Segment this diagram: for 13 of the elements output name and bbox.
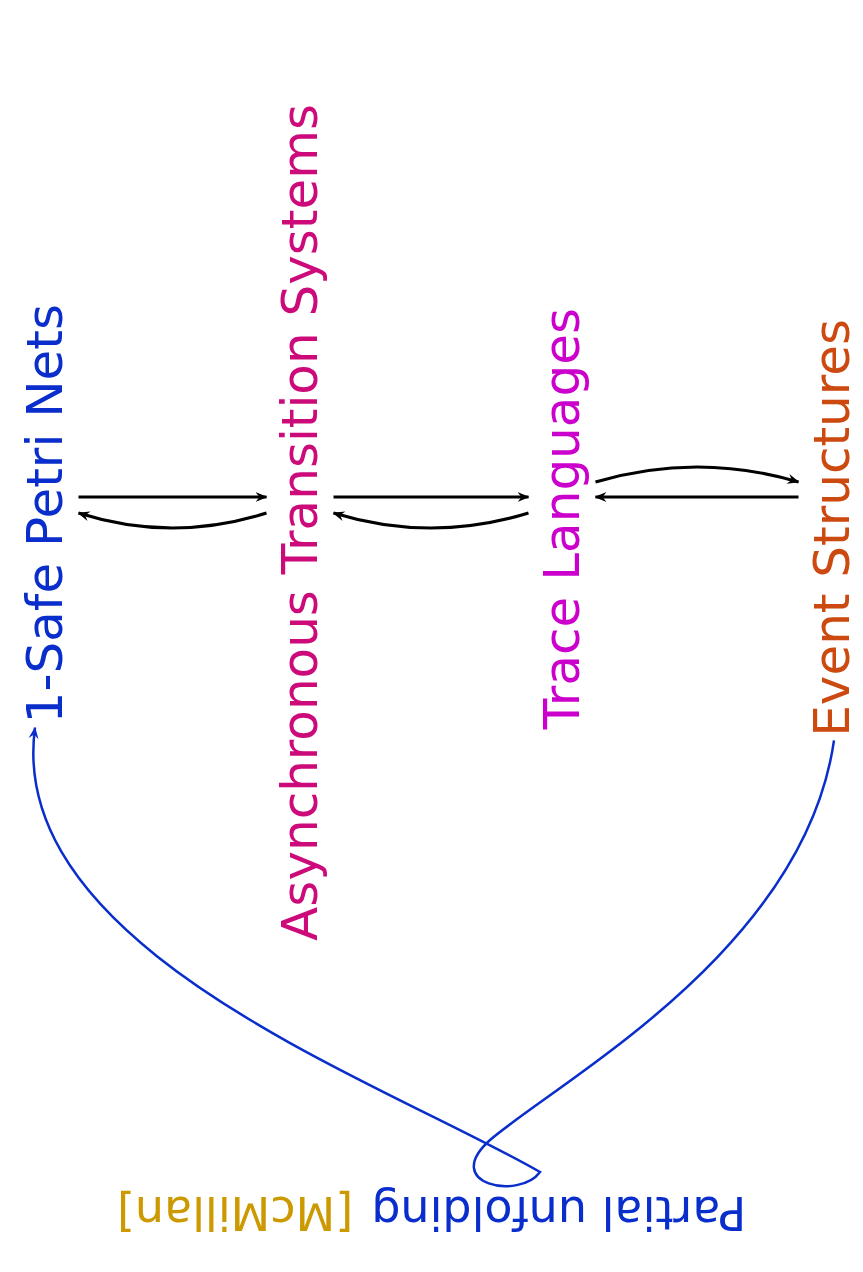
upside-down-label: [McMillan] [116,1187,354,1238]
rotated-label: Trace Languages [534,307,590,730]
rotated-label: Asynchronous Transition Systems [272,104,328,941]
upside-down-label: Partial unfolding [371,1187,747,1238]
arrow [595,465,800,484]
arrow [77,511,267,530]
rotated-label: 1-Safe Petri Nets [17,304,73,724]
arrow [594,492,799,502]
rotated-label: Event Structures [804,318,860,737]
arrow [78,492,268,502]
arrow [30,726,836,1188]
arrow [333,492,530,502]
arrow [332,511,529,530]
